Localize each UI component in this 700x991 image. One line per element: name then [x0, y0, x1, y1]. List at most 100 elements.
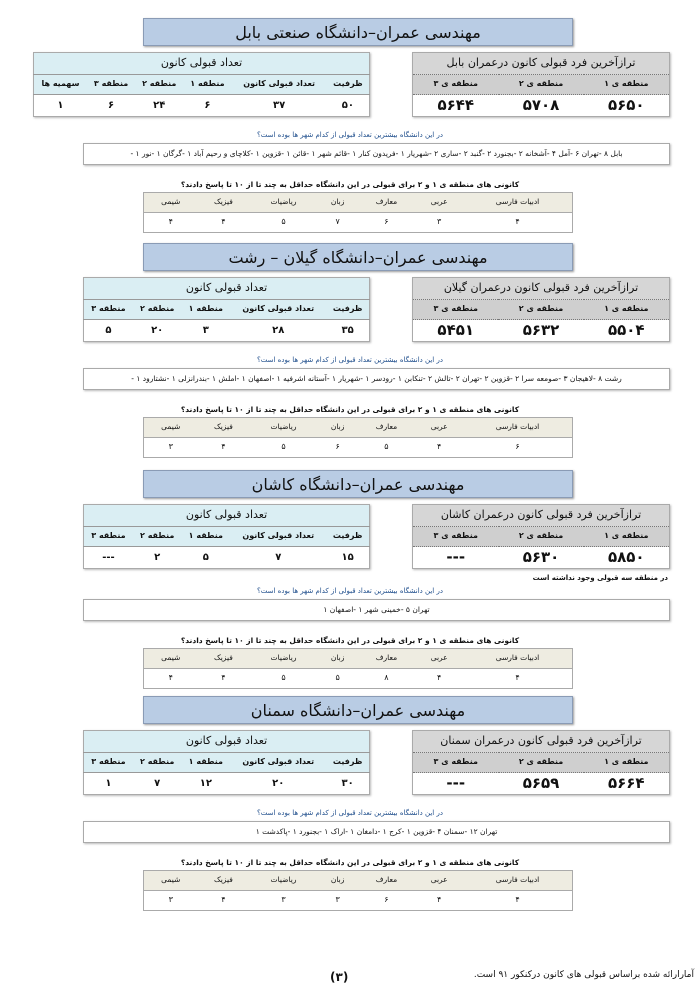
table-cell: تعداد قبولی کانون — [83, 277, 370, 300]
table-cell: ادبیات فارسی — [463, 417, 573, 438]
table-cell: منطقه ۳ — [83, 752, 133, 773]
table-cell: ۱ — [57, 100, 64, 111]
table-cell: تعداد قبولی کانون — [230, 752, 327, 773]
table-cell: ظرفیت — [326, 526, 370, 547]
table-cell: ۱۲ — [199, 778, 212, 789]
table-cell: ۵ — [281, 442, 286, 452]
table-cell: ۴ — [168, 217, 173, 227]
table-cell: ۳۷ — [273, 100, 286, 111]
table-cell: ترازآخرین فرد قبولی کانون درعمران بابل — [412, 52, 670, 75]
table-cell: ۵۶۶۴ — [607, 774, 645, 793]
table-cell: ۲۰ — [151, 325, 164, 336]
table-cell: ۳ — [202, 325, 209, 336]
footer-note: آمارارائه شده براساس قبولی های کانون درک… — [473, 970, 694, 980]
table-cell: ۲۰ — [272, 778, 285, 789]
table-cell: منطقه ی ۱ — [583, 752, 670, 773]
table-cell: ریاضیات — [249, 870, 318, 891]
cities-box: تهران ۱۲ -سمنان ۴ -قزوین ۱ -کرج ۱ -دامغا… — [83, 821, 670, 843]
table-cell: ۴ — [437, 673, 442, 683]
rank-title-row: ترازآخرین فرد قبولی کانون درعمران گیلان — [412, 277, 670, 300]
table-cell: --- — [446, 548, 466, 567]
table-cell: ۵۶۵۰ — [607, 96, 645, 115]
table-cell: ۶ — [384, 217, 389, 227]
table-cell: ریاضیات — [249, 417, 318, 438]
table-cell: منطقه ۲ — [132, 299, 182, 320]
table-cell: ۱ — [105, 778, 112, 789]
table-cell: ۴ — [515, 673, 520, 683]
table-cell: ۵ — [335, 673, 340, 683]
table-cell: ظرفیت — [326, 74, 370, 95]
table-cell: ادبیات فارسی — [463, 648, 573, 669]
table-cell: ۸ — [384, 673, 389, 683]
table-cell: ۵۷۰۸ — [522, 96, 560, 115]
table-cell: منطقه ی ۳ — [412, 299, 499, 320]
table-cell: --- — [102, 552, 115, 563]
table-cell: عربی — [415, 192, 464, 213]
cities-box: تهران ۵ -خمینی شهر ۱ -اصفهان ۱ — [83, 599, 670, 621]
rank-value-row: ۵۶۵۰ ۵۷۰۸ ۵۶۴۴ — [413, 95, 670, 117]
table-cell: ترازآخرین فرد قبولی کانون درعمران کاشان — [412, 504, 670, 527]
table-cell: ۳ — [437, 217, 442, 227]
subjects-question: کانونی های منطقه ی ۱ و ۲ برای قبولی در ا… — [180, 180, 520, 189]
table-cell: ۵ — [384, 442, 389, 452]
cities-box: بابل ۸ -تهران ۶ -آمل ۴ -آشخانه ۲ -بجنورد… — [83, 143, 670, 165]
table-cell: ظرفیت — [326, 299, 370, 320]
table-cell: منطقه ی ۲ — [498, 299, 584, 320]
table-cell: ۵۵۰۴ — [607, 321, 645, 340]
table-cell: ۱۵ — [341, 552, 354, 563]
table-cell: منطقه ی ۱ — [583, 526, 670, 547]
table-cell: ادبیات فارسی — [463, 192, 573, 213]
table-cell: ۵۶۳۰ — [522, 548, 560, 567]
table-cell: ریاضیات — [249, 648, 318, 669]
table-cell: ۵۴۵۱ — [437, 321, 475, 340]
table-cell: منطقه ی ۲ — [498, 526, 584, 547]
section-title: مهندسی عمران–دانشگاه گیلان – رشت — [143, 243, 573, 271]
table-cell: ۴ — [168, 673, 173, 683]
table-cell: ۵۸۵۰ — [607, 548, 645, 567]
table-cell: زبان — [317, 417, 358, 438]
table-cell: ادبیات فارسی — [463, 870, 573, 891]
rank-title-row: ترازآخرین فرد قبولی کانون درعمران کاشان — [412, 504, 670, 527]
section-title: مهندسی عمران–دانشگاه کاشان — [143, 470, 573, 498]
table-cell: ۴ — [221, 442, 226, 452]
table-cell: منطقه ۲ — [132, 526, 182, 547]
table-cell: تعداد قبولی کانون — [230, 299, 327, 320]
table-cell: ۳۰ — [341, 778, 354, 789]
table-cell: ۴ — [221, 217, 226, 227]
table-cell: منطقه ی ۳ — [412, 526, 499, 547]
table-cell: ۷ — [154, 778, 161, 789]
table-cell: ۳ — [335, 895, 340, 905]
university-section: مهندسی عمران–دانشگاه کاشان ترازآخرین فرد … — [0, 470, 700, 696]
admits-title-row: تعداد قبولی کانون — [33, 52, 370, 75]
table-cell: فیزیک — [197, 192, 250, 213]
table-cell: تعداد قبولی کانون — [33, 52, 370, 75]
table-cell: ۵ — [105, 325, 112, 336]
table-cell: فیزیک — [197, 417, 250, 438]
table-cell: ۲ — [154, 552, 161, 563]
table-cell: ۶ — [107, 100, 115, 111]
table-cell: شیمی — [143, 192, 198, 213]
table-cell: ۵۶۴۴ — [437, 96, 475, 115]
table-cell: فیزیک — [197, 648, 250, 669]
university-section: مهندسی عمران–دانشگاه گیلان – رشت ترازآخری… — [0, 243, 700, 469]
table-cell: شیمی — [143, 648, 198, 669]
table-cell: ۵۶۵۹ — [522, 774, 560, 793]
